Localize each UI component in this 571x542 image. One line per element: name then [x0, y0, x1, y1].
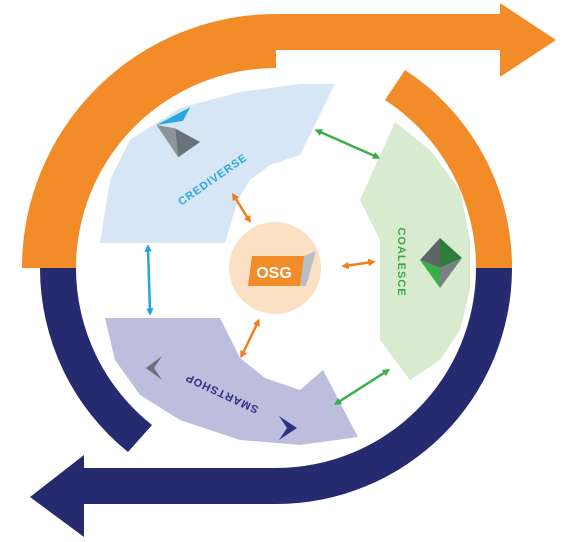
smartshop-segment[interactable]: SMARTSHOP	[105, 318, 358, 445]
orange-cycle-arrow	[22, 3, 556, 269]
arrow-crediverse-smartshop	[144, 244, 154, 316]
osg-badge-icon	[248, 256, 306, 286]
arrow-osg-smartshop	[240, 318, 260, 359]
osg-label: OSG	[256, 265, 292, 282]
osg-center[interactable]: OSG	[229, 222, 321, 314]
navy-cycle-arrow	[30, 268, 512, 537]
crediverse-segment[interactable]: CREDIVERSE	[100, 84, 335, 243]
arrow-osg-crediverse	[232, 192, 251, 224]
coalesce-logo-icon	[420, 238, 462, 288]
arrow-osg-coalesce	[341, 258, 376, 270]
coalesce-segment[interactable]: COALESCE	[360, 122, 470, 380]
smartshop-logo-icon	[146, 356, 162, 380]
smartshop-arrow-icon	[279, 416, 297, 440]
arrow-crediverse-coalesce	[314, 129, 381, 159]
arrow-coalesce-smartshop	[333, 368, 391, 406]
coalesce-label: COALESCE	[395, 227, 407, 296]
